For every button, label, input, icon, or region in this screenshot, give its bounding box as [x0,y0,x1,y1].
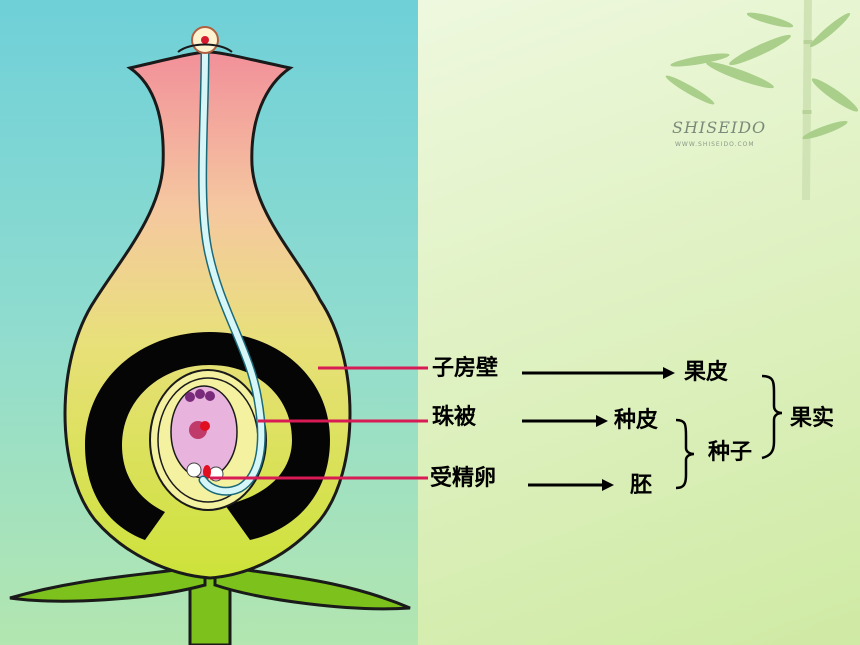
inner-dark-layer [85,332,330,540]
development-arrows [522,367,675,491]
bamboo-decoration [665,0,859,201]
label-fertilized-egg: 受精卵 [430,466,497,491]
seed-brace [675,418,695,490]
fruit-brace [761,374,783,460]
left-leaf [9,563,207,603]
label-seed-coat: 种皮 [614,408,659,433]
label-fruit: 果实 [790,406,835,431]
label-embryo: 胚 [630,473,653,498]
label-integument: 珠被 [432,405,477,430]
ovary-wall-shape [63,50,352,580]
right-leaf [213,563,411,611]
zygote-dot [203,465,211,479]
label-ovary-wall: 子房壁 [432,356,499,381]
label-pericarp: 果皮 [684,360,729,385]
brand-url: WWW.SHISEIDO.COM [675,141,755,148]
label-seed: 种子 [708,440,753,465]
flower-diagram [9,26,411,645]
brand-logo: SHISEIDO [672,118,767,137]
